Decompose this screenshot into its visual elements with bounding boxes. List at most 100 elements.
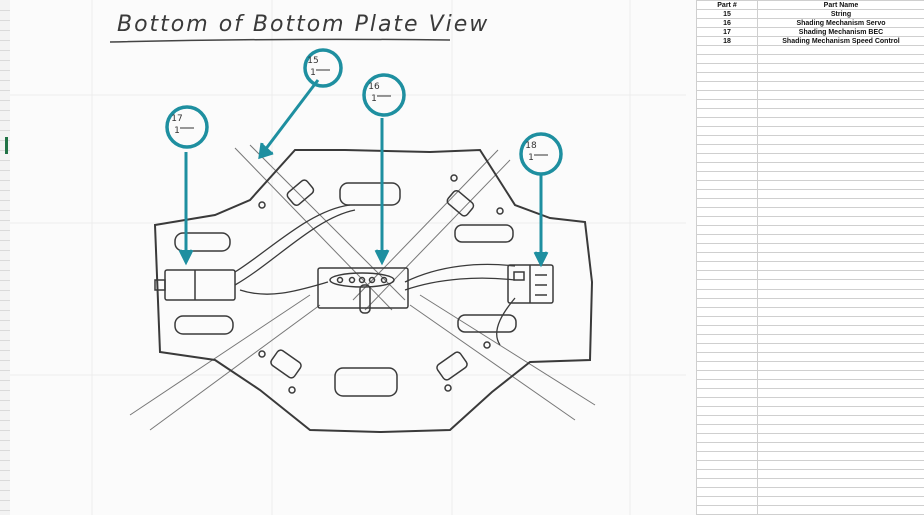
empty-cell[interactable] xyxy=(757,54,924,65)
empty-cell[interactable] xyxy=(757,189,924,200)
empty-cell[interactable] xyxy=(757,117,924,128)
empty-cell[interactable] xyxy=(757,81,924,92)
empty-cell[interactable] xyxy=(757,279,924,290)
empty-cell[interactable] xyxy=(696,135,758,146)
empty-cell[interactable] xyxy=(757,171,924,182)
empty-cell[interactable] xyxy=(696,504,758,515)
empty-cell[interactable] xyxy=(696,54,758,65)
empty-cell[interactable] xyxy=(757,477,924,488)
empty-cell[interactable] xyxy=(757,153,924,164)
empty-cell[interactable] xyxy=(757,261,924,272)
empty-cell[interactable] xyxy=(696,117,758,128)
empty-cell[interactable] xyxy=(696,369,758,380)
empty-cell[interactable] xyxy=(757,225,924,236)
empty-cell[interactable] xyxy=(757,144,924,155)
empty-cell[interactable] xyxy=(757,90,924,101)
empty-cell[interactable] xyxy=(757,396,924,407)
cell-part-name[interactable]: String xyxy=(757,9,924,20)
empty-cell[interactable] xyxy=(696,126,758,137)
empty-cell[interactable] xyxy=(757,441,924,452)
empty-cell[interactable] xyxy=(696,288,758,299)
cell-part-name[interactable]: Shading Mechanism Servo xyxy=(757,18,924,29)
empty-cell[interactable] xyxy=(696,198,758,209)
empty-cell[interactable] xyxy=(757,486,924,497)
empty-cell[interactable] xyxy=(696,252,758,263)
empty-cell[interactable] xyxy=(757,180,924,191)
empty-cell[interactable] xyxy=(757,378,924,389)
empty-cell[interactable] xyxy=(757,135,924,146)
empty-cell[interactable] xyxy=(757,459,924,470)
empty-cell[interactable] xyxy=(757,450,924,461)
empty-cell[interactable] xyxy=(757,45,924,56)
empty-cell[interactable] xyxy=(696,162,758,173)
empty-cell[interactable] xyxy=(696,324,758,335)
empty-cell[interactable] xyxy=(757,351,924,362)
empty-cell[interactable] xyxy=(696,144,758,155)
empty-cell[interactable] xyxy=(696,306,758,317)
empty-cell[interactable] xyxy=(757,423,924,434)
empty-cell[interactable] xyxy=(757,342,924,353)
empty-cell[interactable] xyxy=(757,360,924,371)
empty-cell[interactable] xyxy=(696,423,758,434)
empty-cell[interactable] xyxy=(696,450,758,461)
empty-cell[interactable] xyxy=(696,297,758,308)
empty-cell[interactable] xyxy=(696,333,758,344)
empty-cell[interactable] xyxy=(696,279,758,290)
empty-cell[interactable] xyxy=(757,288,924,299)
empty-cell[interactable] xyxy=(757,198,924,209)
empty-cell[interactable] xyxy=(696,405,758,416)
empty-cell[interactable] xyxy=(696,243,758,254)
empty-cell[interactable] xyxy=(696,171,758,182)
empty-cell[interactable] xyxy=(696,81,758,92)
empty-cell[interactable] xyxy=(757,108,924,119)
empty-cell[interactable] xyxy=(696,72,758,83)
empty-cell[interactable] xyxy=(696,270,758,281)
empty-cell[interactable] xyxy=(696,234,758,245)
empty-cell[interactable] xyxy=(757,72,924,83)
empty-cell[interactable] xyxy=(757,495,924,506)
empty-cell[interactable] xyxy=(757,315,924,326)
empty-cell[interactable] xyxy=(696,378,758,389)
empty-cell[interactable] xyxy=(757,405,924,416)
empty-cell[interactable] xyxy=(757,216,924,227)
empty-cell[interactable] xyxy=(696,459,758,470)
empty-cell[interactable] xyxy=(696,414,758,425)
empty-cell[interactable] xyxy=(757,234,924,245)
empty-cell[interactable] xyxy=(757,297,924,308)
empty-cell[interactable] xyxy=(696,99,758,110)
header-part-name[interactable]: Part Name xyxy=(757,0,924,11)
empty-cell[interactable] xyxy=(696,432,758,443)
empty-cell[interactable] xyxy=(696,495,758,506)
empty-cell[interactable] xyxy=(696,45,758,56)
empty-cell[interactable] xyxy=(757,387,924,398)
cell-part-name[interactable]: Shading Mechanism BEC xyxy=(757,27,924,38)
empty-cell[interactable] xyxy=(757,306,924,317)
empty-cell[interactable] xyxy=(696,360,758,371)
empty-cell[interactable] xyxy=(757,243,924,254)
empty-cell[interactable] xyxy=(696,180,758,191)
cell-part-number[interactable]: 17 xyxy=(696,27,758,38)
empty-cell[interactable] xyxy=(696,261,758,272)
empty-cell[interactable] xyxy=(696,477,758,488)
empty-cell[interactable] xyxy=(696,342,758,353)
empty-cell[interactable] xyxy=(757,324,924,335)
header-part-number[interactable]: Part # xyxy=(696,0,758,11)
cell-part-number[interactable]: 15 xyxy=(696,9,758,20)
empty-cell[interactable] xyxy=(696,387,758,398)
empty-cell[interactable] xyxy=(757,504,924,515)
empty-cell[interactable] xyxy=(696,108,758,119)
empty-cell[interactable] xyxy=(757,252,924,263)
empty-cell[interactable] xyxy=(757,207,924,218)
empty-cell[interactable] xyxy=(696,216,758,227)
empty-cell[interactable] xyxy=(696,63,758,74)
cell-part-number[interactable]: 16 xyxy=(696,18,758,29)
empty-cell[interactable] xyxy=(696,90,758,101)
empty-cell[interactable] xyxy=(696,351,758,362)
empty-cell[interactable] xyxy=(696,441,758,452)
empty-cell[interactable] xyxy=(757,369,924,380)
cell-part-name[interactable]: Shading Mechanism Speed Control xyxy=(757,36,924,47)
empty-cell[interactable] xyxy=(757,162,924,173)
empty-cell[interactable] xyxy=(757,333,924,344)
empty-cell[interactable] xyxy=(696,396,758,407)
empty-cell[interactable] xyxy=(696,225,758,236)
